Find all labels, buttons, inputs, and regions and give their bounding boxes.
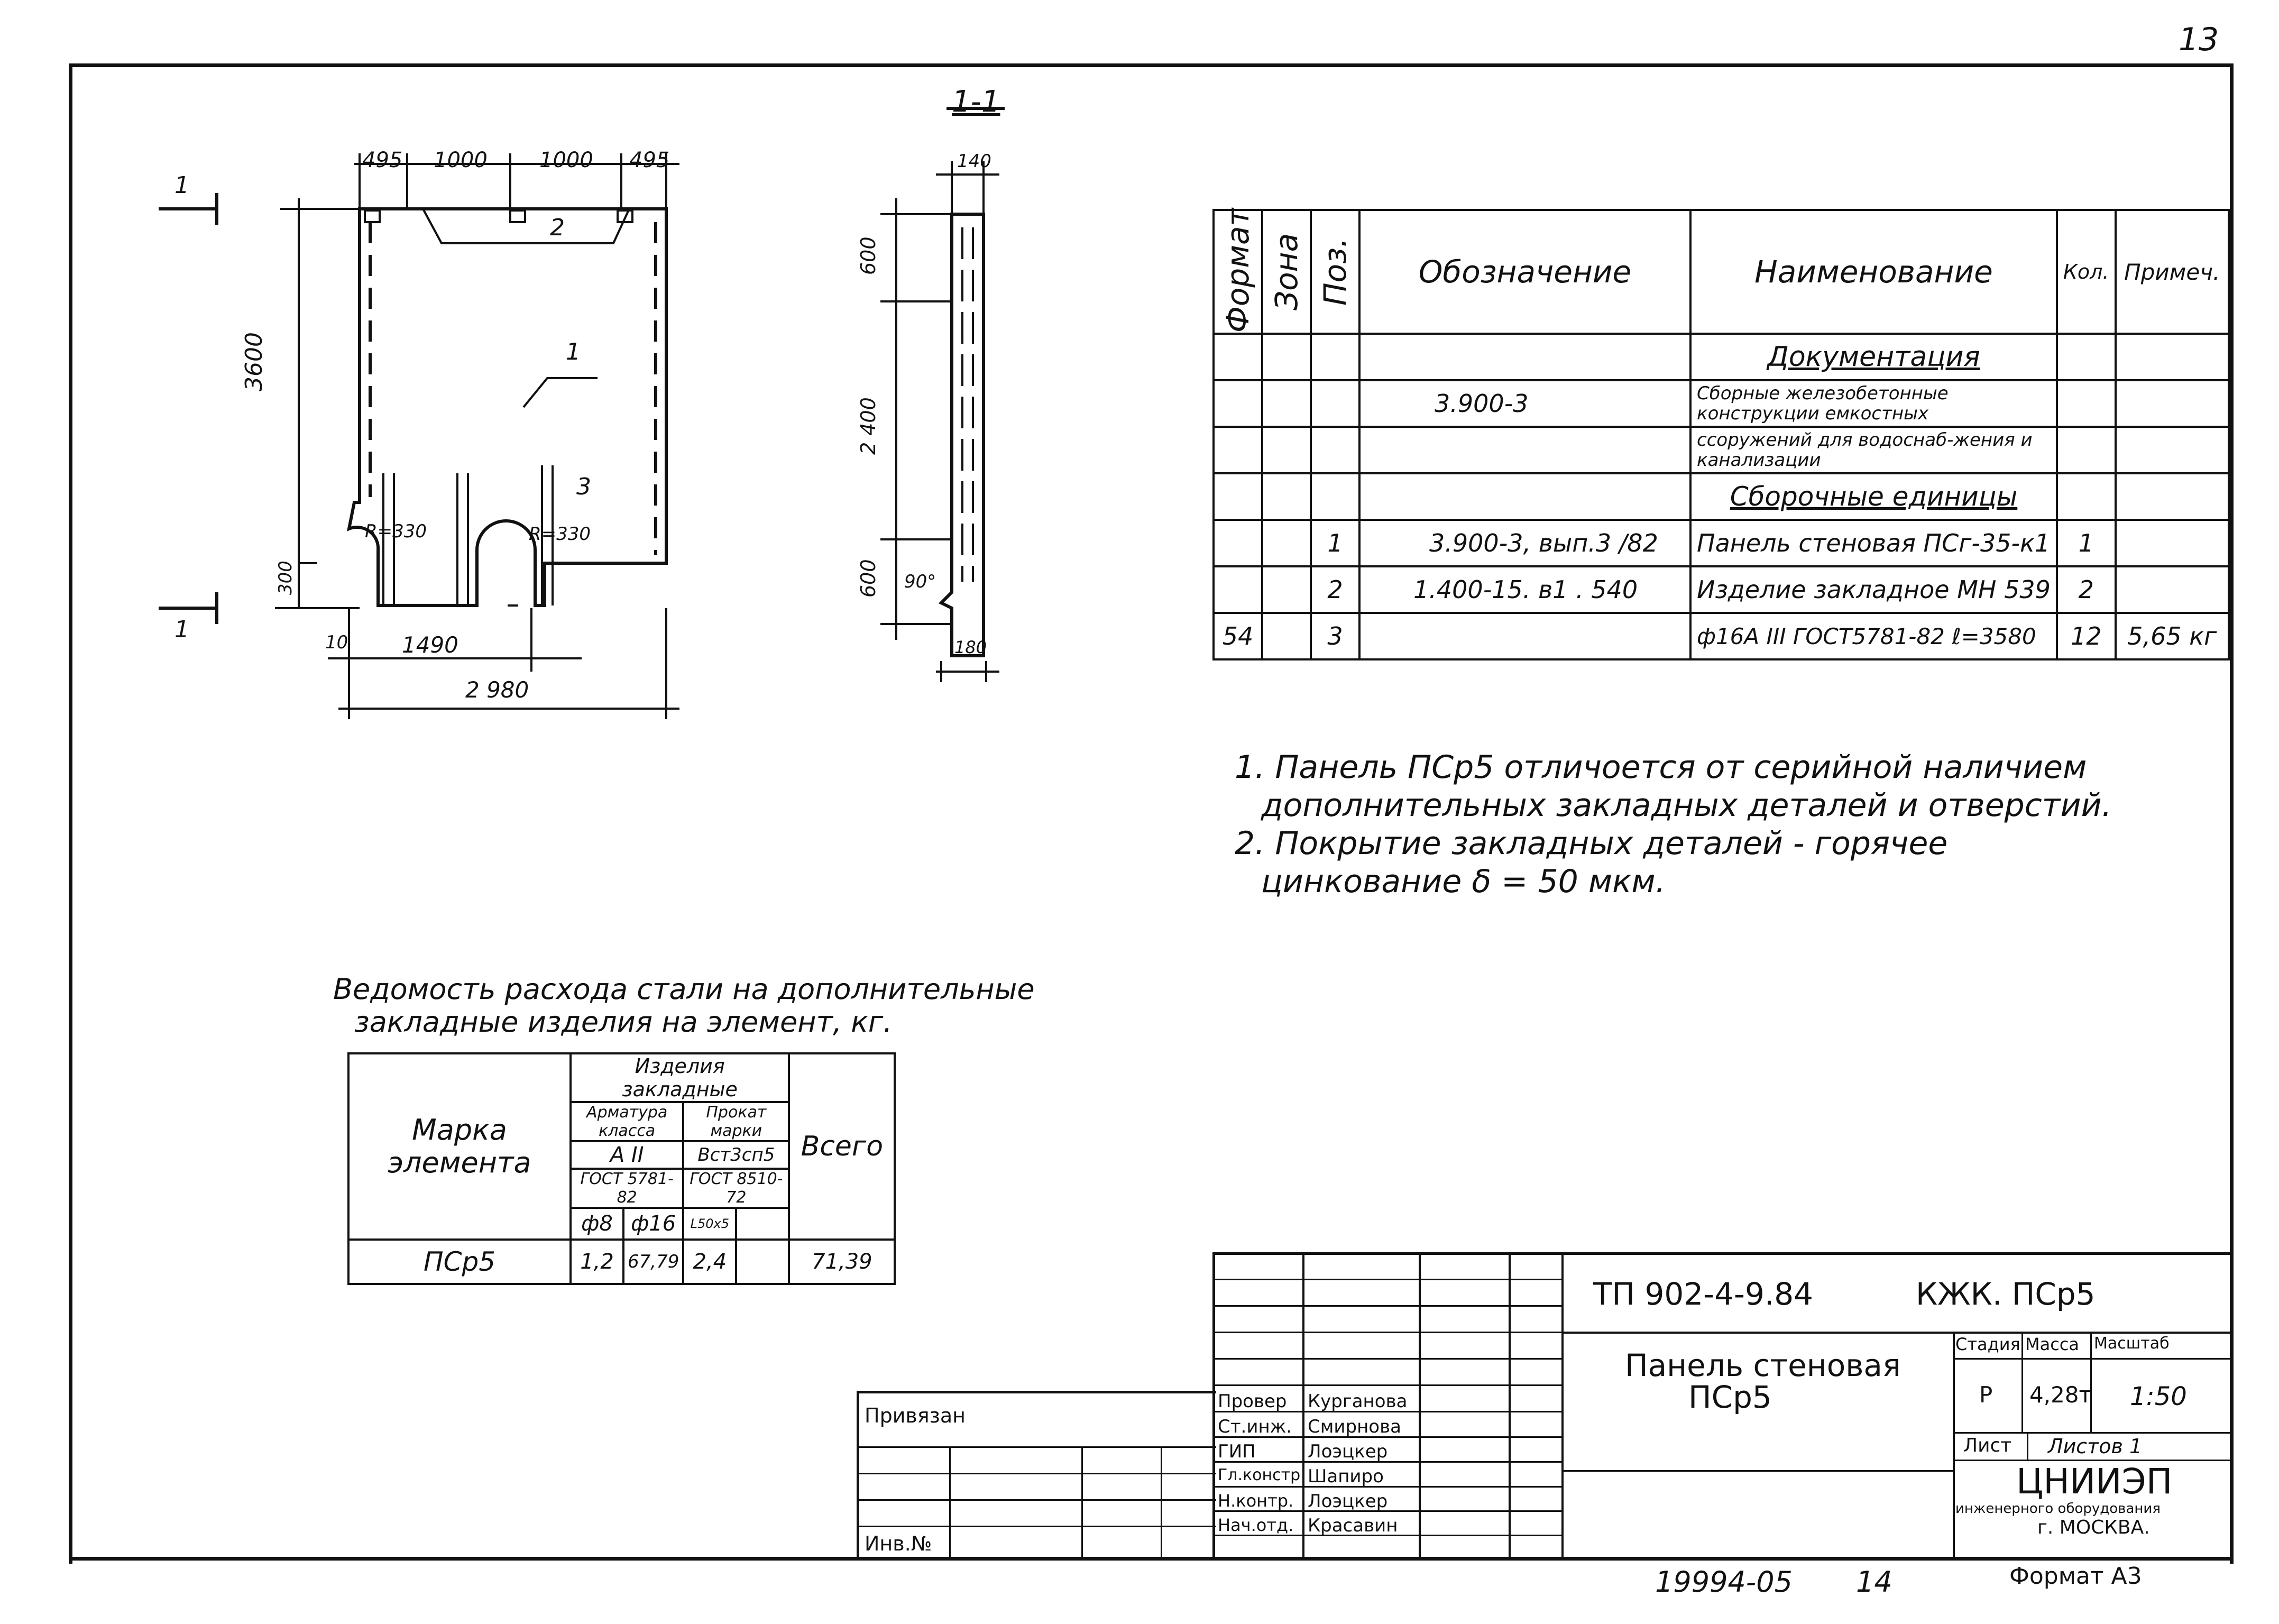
- table-row: ПСр5 1,2 67,79 2,4 71,39: [347, 1238, 896, 1285]
- section-outline: [938, 213, 985, 657]
- steel-table: Марка элемента Изделия закладные Всего А…: [347, 1052, 896, 1285]
- section-label: 1-1: [952, 85, 1000, 119]
- spec-section-assemblies: Сборочные единицы: [1689, 472, 2058, 521]
- table-row: ссоружений для водоснаб-жения и канализа…: [1212, 426, 2230, 474]
- dim-height: 3600: [241, 332, 268, 391]
- sec-bottom-dim: 180: [954, 637, 987, 657]
- binding-label: Привязан: [865, 1404, 966, 1427]
- spec-col-designation: Обозначение: [1358, 209, 1692, 335]
- footer-format: Формат А3: [2009, 1563, 2142, 1590]
- tb-sheet-label: Лист: [1963, 1435, 2012, 1456]
- tb-sheets-label: Листов 1: [2048, 1435, 2143, 1458]
- tb-city: г. МОСКВА.: [2037, 1517, 2150, 1538]
- steel-mark-header: Марка элемента: [347, 1052, 572, 1241]
- tb-stage: Р: [1979, 1382, 1993, 1408]
- spec-col-qty: Кол.: [2055, 209, 2117, 335]
- dim-bottom-half: 1490: [402, 632, 458, 658]
- sheet-frame-bottom: [69, 1557, 2230, 1561]
- tb-scale-label: Масштаб: [2094, 1334, 2170, 1353]
- tb-mass-label: Масса: [2025, 1334, 2080, 1354]
- table-row: Сборочные единицы: [1212, 472, 2230, 521]
- sec-angle: 90°: [904, 571, 936, 592]
- tb-people-name: Курганова: [1308, 1391, 1408, 1412]
- sec-dim-2400: 2 400: [857, 397, 880, 455]
- embedded-plate: [422, 208, 630, 244]
- tb-title-1: Панель стеновая: [1625, 1347, 1901, 1383]
- steel-title: Ведомость расхода стали на дополнительны…: [333, 972, 1035, 1039]
- footer-number: 19994-05: [1655, 1565, 1793, 1599]
- panel-outline: [346, 207, 668, 607]
- dim-bottom-small: 300: [275, 561, 296, 595]
- dim-bottom-total: 2 980: [465, 677, 529, 703]
- spec-section-docs: Документация: [1689, 333, 2058, 381]
- spec-col-format: Формат: [1214, 208, 1262, 334]
- tb-people-role: Провер: [1218, 1391, 1287, 1412]
- sec-dim-600-bot: 600: [857, 559, 880, 598]
- spec-col-zone: Зона: [1262, 210, 1311, 334]
- steel-group-header: Изделия закладные: [569, 1052, 791, 1103]
- section-mark-top: 1: [174, 172, 189, 199]
- radius-left: R=330: [365, 521, 427, 542]
- steel-total-header: Всего: [788, 1052, 896, 1241]
- callout-2: 2: [550, 214, 565, 241]
- tb-mass: 4,28т: [2029, 1382, 2092, 1408]
- panel-dashed-edges: [369, 222, 657, 555]
- tb-org: ЦНИИЭП: [2016, 1461, 2173, 1502]
- tb-stage-label: Стадия: [1955, 1334, 2020, 1354]
- tb-code: ТП 902-4-9.84: [1593, 1276, 1814, 1312]
- dim-top-4: 495: [629, 148, 670, 172]
- spec-col-name: Наименование: [1689, 209, 2058, 335]
- footer-sheet: 14: [1856, 1565, 1892, 1599]
- dim-top-3: 1000: [539, 148, 593, 172]
- radius-right: R=330: [529, 524, 591, 545]
- spec-col-pos: Поз.: [1311, 210, 1359, 334]
- sec-top-dim: 140: [957, 151, 991, 172]
- callout-1: 1: [566, 338, 581, 365]
- dim-top-1: 495: [362, 148, 403, 172]
- section-mark-bottom: 1: [174, 616, 189, 643]
- callout-3: 3: [576, 473, 591, 500]
- binding-block: Привязан Инв.№: [857, 1391, 1216, 1561]
- notes: 1. Панель ПСр5 отличоется от серийной на…: [1235, 749, 2112, 900]
- dim-bottom-left: 10: [325, 632, 348, 653]
- tb-title-2: ПСр5: [1688, 1379, 1772, 1415]
- tb-org-sub: инженерного оборудования: [1955, 1501, 2161, 1517]
- rebars: [382, 465, 554, 605]
- tb-doc-code: КЖК. ПСр5: [1916, 1276, 2096, 1312]
- sheet-frame: [69, 63, 2234, 1564]
- table-row: Документация: [1212, 333, 2230, 381]
- spec-header-row: Формат Зона Поз. Обозначение Наименовани…: [1214, 208, 2230, 335]
- title-block: ТП 902-4-9.84 КЖК. ПСр5 Панель стеновая …: [1212, 1252, 2230, 1558]
- dim-top-2: 1000: [434, 148, 488, 172]
- page-number: 13: [2179, 21, 2219, 58]
- inv-label: Инв.№: [865, 1532, 932, 1555]
- sec-dim-600-top: 600: [857, 236, 880, 275]
- spec-col-note: Примеч.: [2114, 209, 2230, 335]
- specification-table: Формат Зона Поз. Обозначение Наименовани…: [1212, 208, 2230, 660]
- tb-scale: 1:50: [2130, 1382, 2187, 1411]
